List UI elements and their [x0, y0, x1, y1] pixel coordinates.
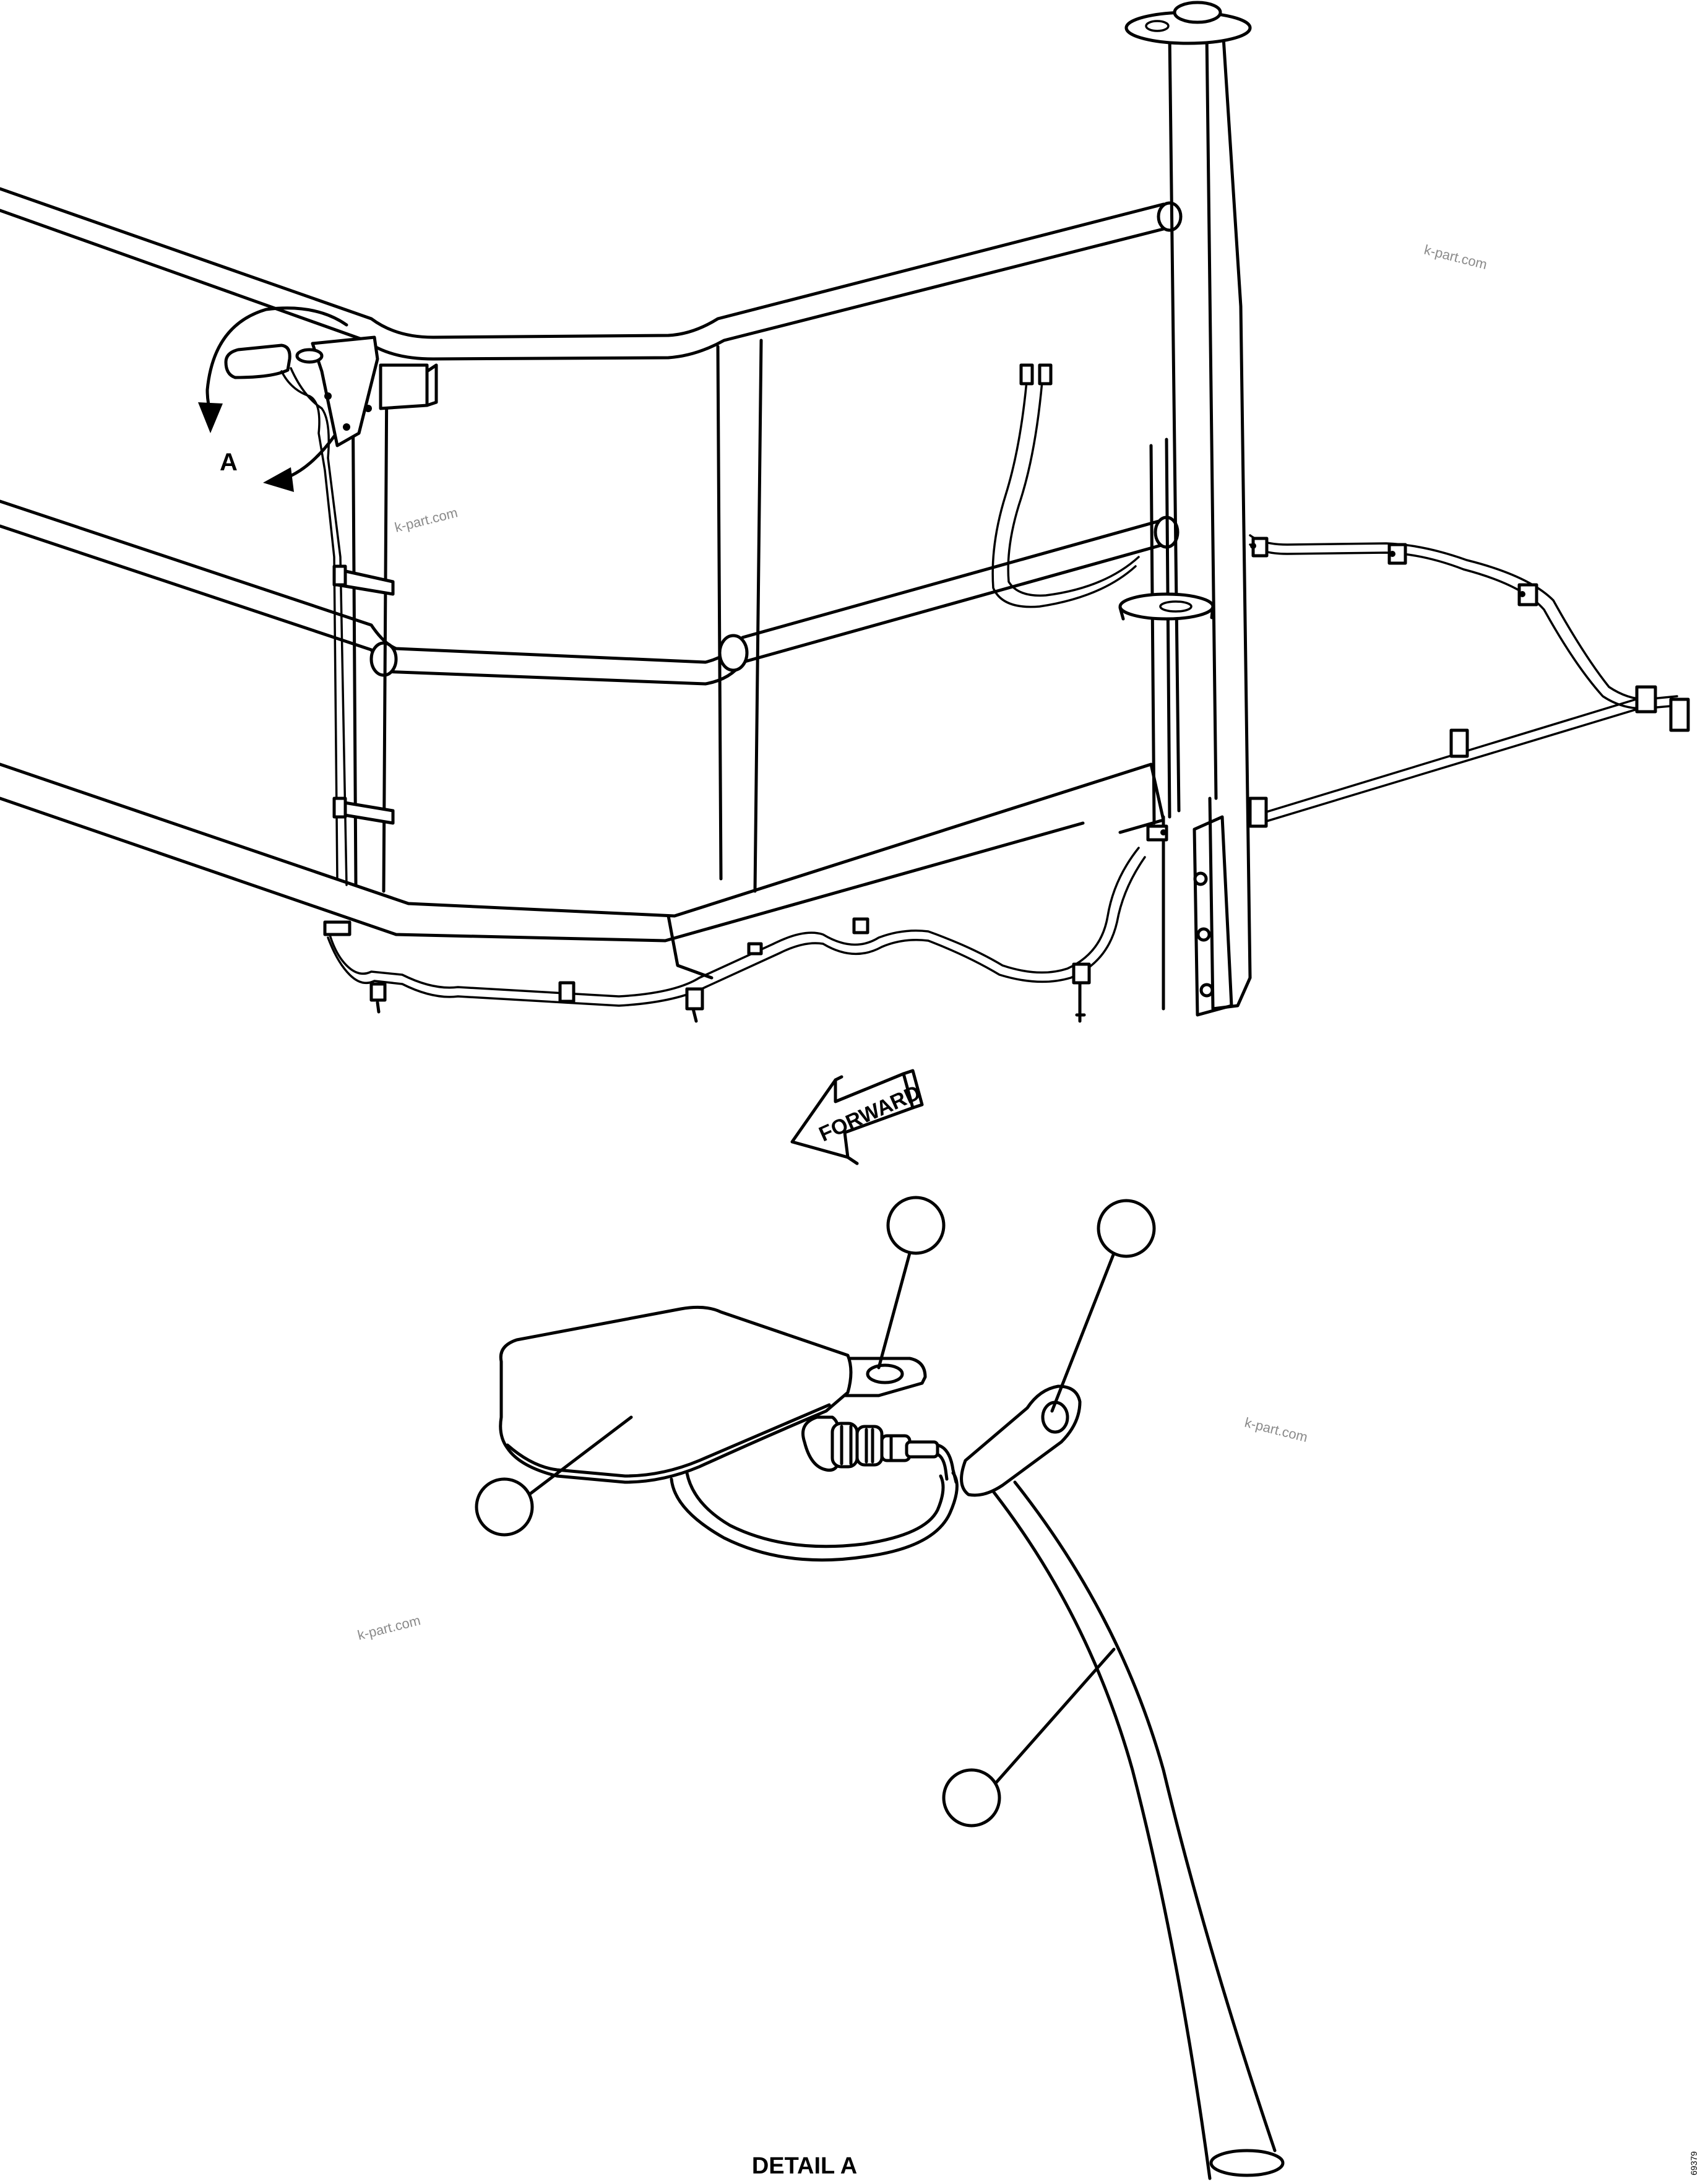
hose-routing	[323, 363, 1690, 1023]
forward-arrow: FORWARD	[790, 1069, 924, 1165]
figure-code: 69379	[1689, 2151, 1699, 2175]
platform-railing	[0, 1, 1252, 1017]
view-label-a: A	[220, 449, 238, 476]
watermark-1: k-part.com	[1423, 242, 1489, 272]
detail-caption: DETAIL A	[752, 2153, 857, 2179]
watermark-3: k-part.com	[1243, 1415, 1309, 1445]
detail-a-view	[475, 1196, 1285, 2180]
watermark-4: k-part.com	[356, 1612, 422, 1642]
watermark-2: k-part.com	[393, 504, 459, 535]
light-bracket: A	[198, 306, 438, 886]
